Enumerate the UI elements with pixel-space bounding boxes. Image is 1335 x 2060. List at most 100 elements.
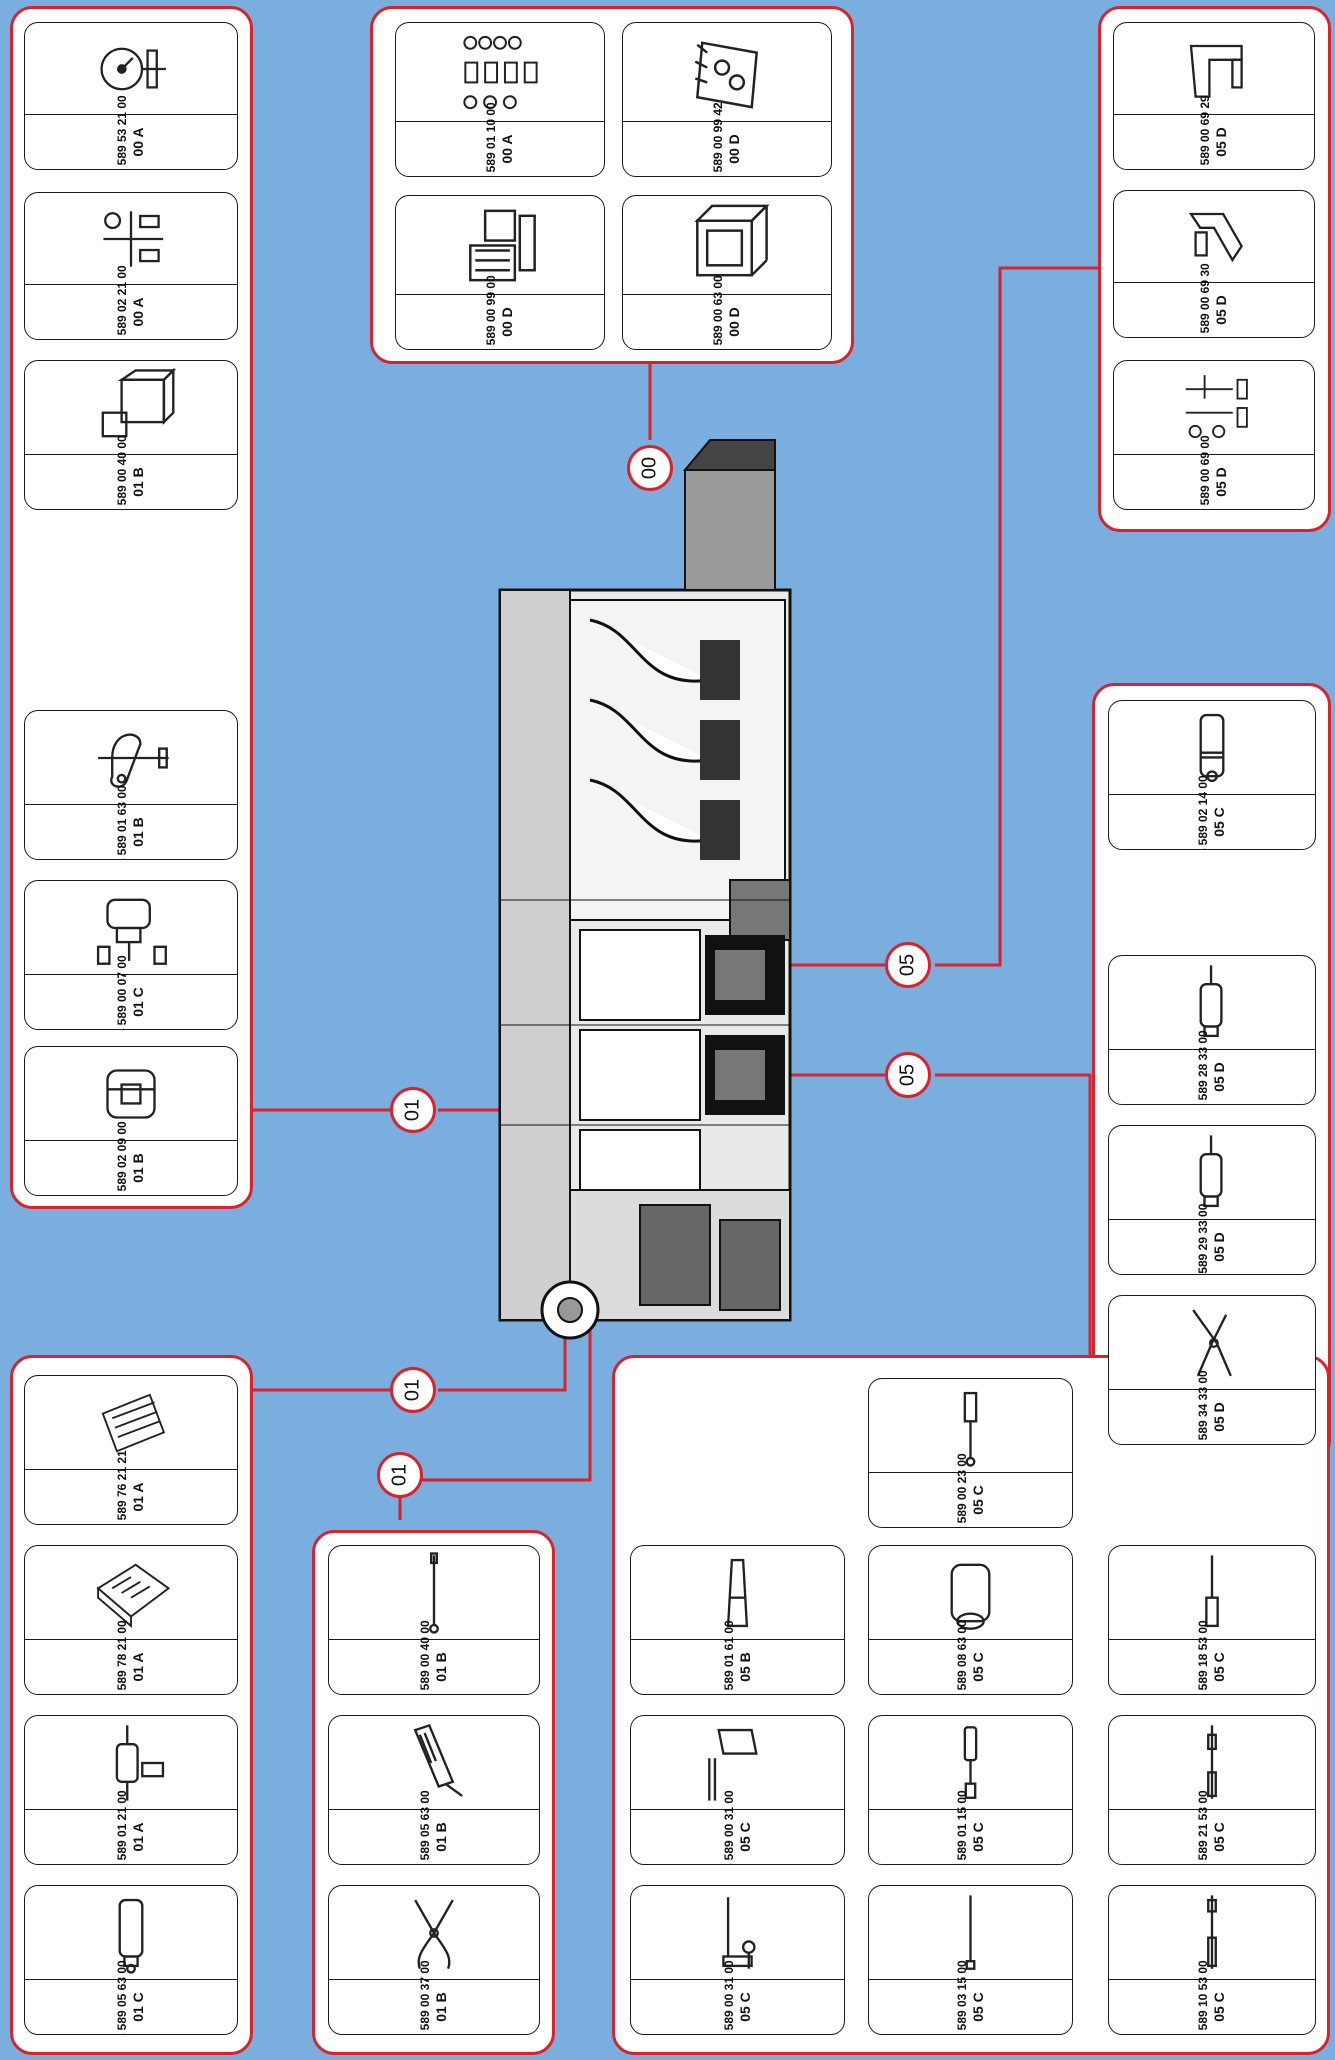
block-tool-icon (25, 361, 237, 455)
part-number: 000 589 18 53 00 (1196, 1620, 1211, 1695)
group-code: 01 B (129, 1153, 146, 1183)
part-number: 210 589 00 40 00 (418, 1620, 433, 1695)
part-number: 366 589 00 69 30 (1198, 263, 1213, 338)
sleeve-icon (869, 1546, 1072, 1640)
group-code: 01 A (129, 1652, 146, 1682)
pliers-icon (1109, 1296, 1315, 1390)
part-number: 366 589 00 69 00 (1198, 435, 1213, 510)
part-number: 346 589 00 63 00 (711, 275, 726, 350)
part-number: 904 589 00 07 00 (115, 955, 130, 1030)
group-code: 05 C (969, 1992, 986, 2022)
part-number: 103 589 03 15 00 (954, 1960, 969, 2035)
wrench-icon (631, 1886, 844, 1980)
group-code: 01 A (129, 1822, 146, 1852)
part-number: 422 589 02 09 00 (115, 1121, 130, 1196)
part-number: 442 589 00 31 00 (721, 1960, 736, 2035)
part-number: 346 589 01 61 00 (721, 1620, 736, 1695)
part-number: 001 589 78 21 00 (115, 1620, 130, 1695)
clamp-icon (631, 1716, 844, 1810)
group-code: 00 D (725, 307, 742, 337)
callout-bubble-05[interactable]: 05 (885, 1052, 931, 1098)
callout-bubble-01[interactable]: 01 (377, 1452, 423, 1498)
part-number: 904 589 01 15 00 (954, 1790, 969, 1865)
part-number: 001 589 76 21 21 (115, 1450, 130, 1525)
group-code: 05 C (736, 1822, 753, 1852)
group-code: 05 C (969, 1485, 986, 1515)
callout-bubble-00[interactable]: 00 (627, 445, 673, 491)
holder-plate-icon (623, 23, 831, 122)
file-icon (329, 1716, 539, 1810)
part-number: 904 589 08 63 00 (954, 1620, 969, 1695)
part-number: 001 589 53 21 00 (115, 95, 130, 170)
group-code: 05 D (1210, 1062, 1227, 1092)
callout-bubble-05[interactable]: 05 (885, 942, 931, 988)
cylinder-icon (1109, 701, 1315, 795)
engine-cross-section (498, 439, 792, 1340)
group-code: 01 B (432, 1822, 449, 1852)
taper-icon (631, 1546, 844, 1640)
part-number: 366 589 00 69 29 (1198, 95, 1213, 170)
case-set-icon (25, 1546, 237, 1640)
bracket-icon (1114, 23, 1314, 115)
group-code: 05 C (1210, 807, 1227, 837)
group-code: 05 C (1210, 1992, 1227, 2022)
group-code: 05 C (736, 1992, 753, 2022)
part-number: 000 589 21 53 00 (1196, 1790, 1211, 1865)
holder-icon (25, 711, 237, 805)
group-code: 05 C (1210, 1652, 1227, 1682)
callout-bubble-01[interactable]: 01 (390, 1367, 436, 1413)
part-number: 904 589 02 14 00 (1196, 775, 1211, 850)
puller-icon (25, 881, 237, 975)
sockets-set-icon (396, 23, 604, 122)
socket-icon (25, 1047, 237, 1141)
group-code: 05 B (736, 1652, 753, 1682)
group-code: 01 B (129, 467, 146, 497)
rod-icon (869, 1379, 1072, 1473)
group-code: 05 D (1212, 295, 1229, 325)
group-code: 05 C (969, 1652, 986, 1682)
rod-icon (869, 1886, 1072, 1980)
group-code: 01 B (432, 1992, 449, 2022)
part-number: 000 589 01 10 00 (484, 102, 499, 177)
group-code: 05 D (1212, 127, 1229, 157)
connector-set-icon (396, 196, 604, 295)
group-code: 01 C (129, 987, 146, 1017)
callout-bubble-01[interactable]: 01 (390, 1087, 436, 1133)
part-number: 904 589 01 21 00 (115, 1790, 130, 1865)
group-code: 05 C (1210, 1822, 1227, 1852)
